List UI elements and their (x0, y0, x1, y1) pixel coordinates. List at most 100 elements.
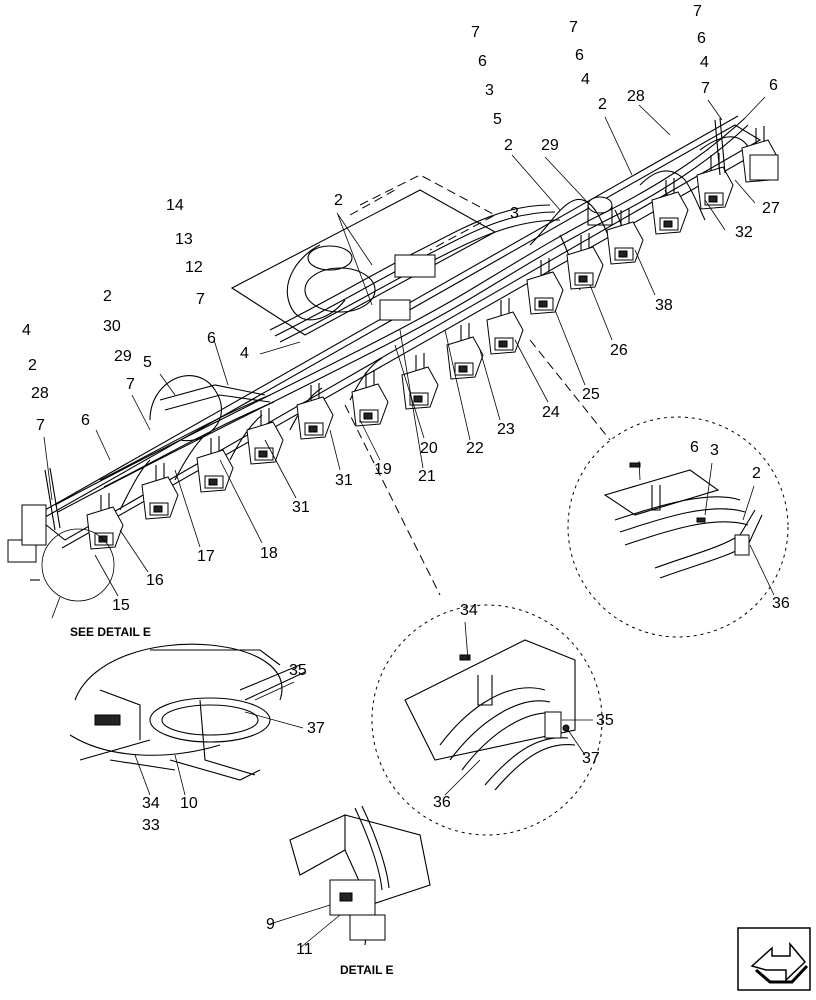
row-unit (141, 463, 179, 520)
callout-number: 36 (772, 595, 790, 612)
callout-number: 29 (114, 348, 132, 365)
callout-number: 21 (418, 468, 436, 485)
callout-number: 6 (690, 439, 699, 456)
callout-number: 17 (197, 548, 215, 565)
right-wing-end (714, 117, 779, 181)
clip-detail-inset-upper (567, 416, 789, 638)
leader-line (94, 554, 119, 597)
row-unit (526, 258, 564, 315)
callout-number: 22 (466, 440, 484, 457)
callout-number: 6 (769, 77, 778, 94)
leader-line (259, 341, 301, 355)
callout-number: 28 (31, 385, 49, 402)
row-unit (296, 383, 334, 440)
callout-number: 3 (510, 205, 519, 222)
leader-line (511, 154, 561, 211)
left-wing-end (7, 467, 61, 581)
leader-line (213, 339, 229, 386)
leader-line (744, 96, 766, 119)
callout-number: 20 (420, 440, 438, 457)
leader-line (554, 309, 586, 386)
callout-number: 27 (762, 200, 780, 217)
callout-number: 6 (575, 47, 584, 64)
leader-line (589, 284, 613, 341)
leader-line (95, 429, 111, 461)
callout-number: 11 (296, 941, 313, 958)
left-wing-hose-harness (54, 289, 474, 513)
leader-line (479, 349, 501, 421)
row-unit (401, 353, 439, 410)
detail-e-view (289, 805, 431, 946)
callout-number: 12 (185, 259, 203, 276)
callout-number: 15 (112, 597, 130, 614)
callout-number: 28 (627, 88, 645, 105)
callout-number: 2 (598, 96, 607, 113)
callout-number: 6 (81, 412, 90, 429)
leader-line (329, 429, 341, 471)
leader-line (159, 373, 176, 396)
leader-line (254, 681, 295, 701)
leader-line (704, 199, 726, 231)
callout-number: 7 (126, 376, 135, 393)
leader-line (567, 729, 586, 756)
callout-number: 10 (180, 795, 198, 812)
callout-number: 7 (701, 80, 710, 97)
callout-number: 6 (478, 53, 487, 70)
leader-line (219, 459, 263, 544)
row-unit (696, 153, 734, 210)
callout-number: 2 (103, 288, 112, 305)
leader-line (174, 469, 201, 548)
callout-number: 3 (710, 442, 719, 459)
callout-number: 24 (542, 404, 560, 421)
leader-line (464, 621, 469, 661)
callout-number: 4 (22, 322, 31, 339)
callout-number: 34 (142, 795, 160, 812)
callout-number: 7 (196, 291, 205, 308)
detail-e-leader (51, 596, 61, 619)
callout-number: 34 (460, 602, 478, 619)
inset-indicator-line-b (529, 339, 611, 441)
callout-number: 14 (166, 197, 184, 214)
inset-indicator-line-a (344, 404, 441, 596)
leader-line (134, 754, 151, 796)
callout-number: 5 (143, 354, 152, 371)
callout-number: 2 (504, 137, 513, 154)
callout-number: 18 (260, 545, 278, 562)
callout-number: 37 (307, 720, 325, 737)
leader-line (299, 914, 341, 949)
callout-number: 37 (582, 750, 600, 767)
callout-number: 29 (541, 137, 559, 154)
callout-number: 38 (655, 297, 673, 314)
callout-number: 31 (335, 472, 353, 489)
callout-number: 2 (334, 192, 343, 209)
callout-number: 7 (36, 417, 45, 434)
row-unit (566, 233, 604, 290)
row-unit (351, 370, 389, 427)
leader-line (707, 99, 723, 121)
leader-line (119, 529, 149, 573)
callout-number: 2 (752, 465, 761, 482)
leader-line (544, 156, 591, 206)
callout-number: 32 (735, 224, 753, 241)
row-unit (246, 408, 284, 465)
leader-line (359, 419, 381, 461)
leader-line (394, 344, 425, 439)
leader-line (444, 759, 481, 796)
clip-detail-inset-lower (371, 604, 603, 836)
callout-number: 25 (582, 386, 600, 403)
leader-line (734, 179, 756, 204)
callout-number: 3 (485, 82, 494, 99)
callout-number: 4 (581, 71, 590, 88)
leader-line (514, 339, 549, 403)
hitch-detail-view (69, 643, 306, 781)
callout-number: 4 (700, 54, 709, 71)
callout-number: 13 (175, 231, 193, 248)
leader-line (704, 462, 713, 516)
leader-line (604, 116, 633, 176)
next-page-arrow-icon[interactable] (737, 927, 811, 991)
leader-line (43, 436, 53, 501)
leader-line (269, 904, 331, 925)
